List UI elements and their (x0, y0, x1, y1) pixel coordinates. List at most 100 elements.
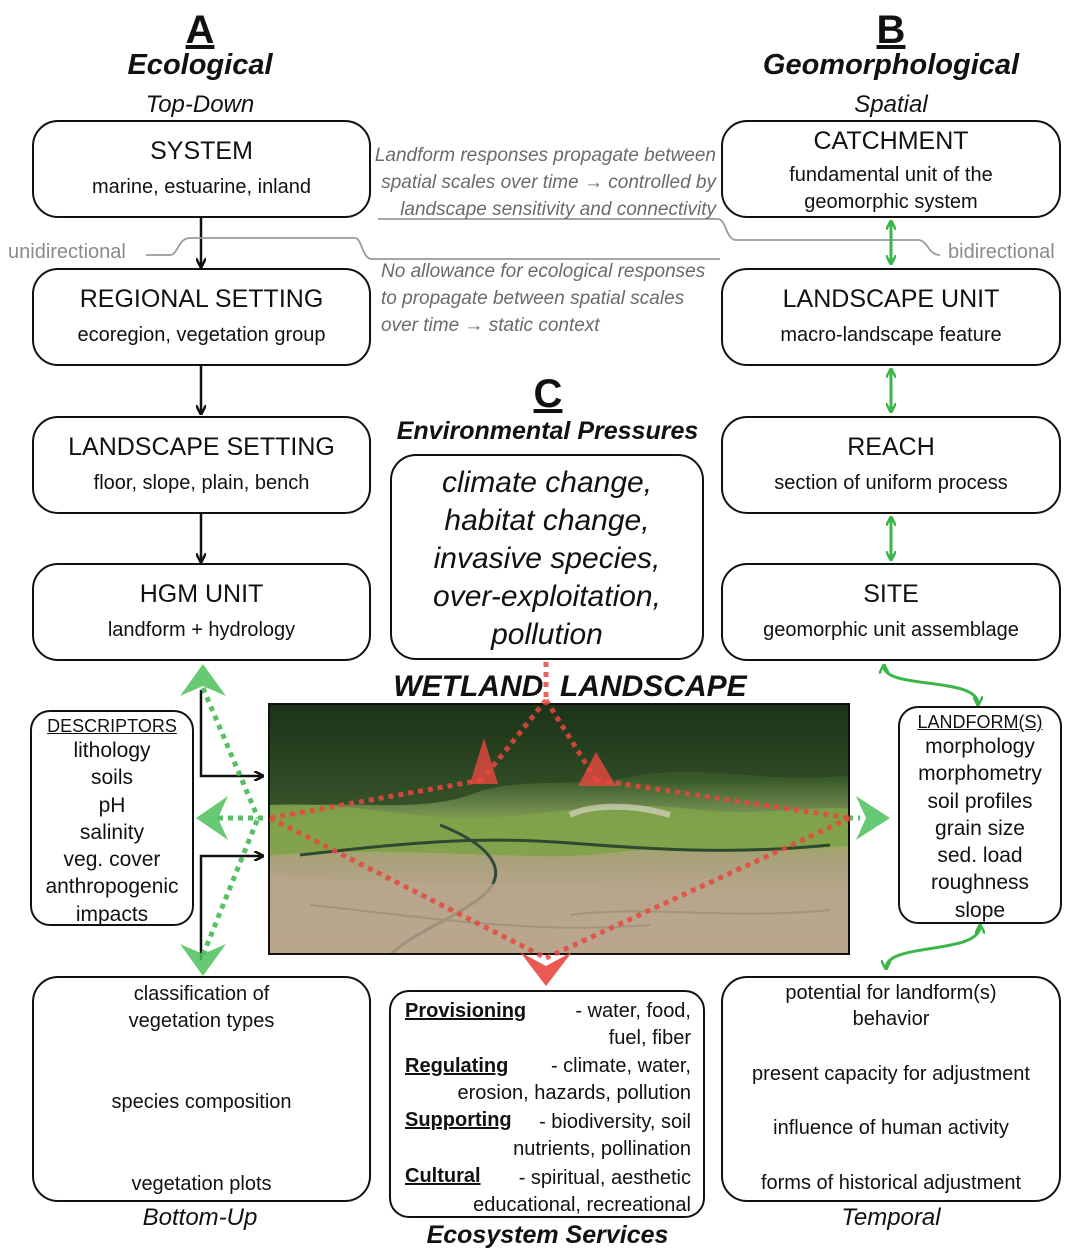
landscape-setting-subtitle: floor, slope, plain, bench (93, 471, 310, 494)
landform-item: slope (954, 898, 1006, 922)
temporal-line: present capacity for adjustment (752, 1063, 1030, 1085)
descriptor-item: lithology (73, 739, 151, 762)
green-chevron-right (856, 796, 890, 840)
service-name: Supporting (405, 1109, 512, 1131)
descriptor-item: pH (98, 793, 126, 817)
geomorph-note-line: spatial scales over time → controlled by (381, 172, 716, 193)
descriptors-box: DESCRIPTORS lithology soils pH salinity … (30, 710, 194, 926)
arrow-site-landforms (884, 666, 978, 704)
temporal-line: behavior (852, 1008, 930, 1030)
ecological-note-line: No allowance for ecological responses (381, 261, 706, 282)
services-box: Provisioning - water, food, fuel, fiber … (389, 990, 705, 1218)
site-subtitle: geomorphic unit assemblage (763, 618, 1019, 641)
geomorph-note-line: Landform responses propagate between (374, 145, 716, 166)
landform-item: roughness (930, 871, 1030, 895)
service-desc: nutrients, pollination (513, 1138, 691, 1160)
pressure-item: over-exploitation, (433, 580, 661, 613)
landscape-setting-box: LANDSCAPE SETTING floor, slope, plain, b… (32, 416, 371, 514)
landform-item: grain size (935, 816, 1025, 840)
landform-item: soil profiles (927, 789, 1033, 813)
column-b-letter: B (876, 8, 906, 52)
unidirectional-label: unidirectional (8, 241, 126, 263)
hgm-unit-box: HGM UNIT landform + hydrology (32, 563, 371, 661)
classification-line-2: vegetation types (128, 1010, 275, 1032)
system-box: SYSTEM marine, estuarine, inland (32, 120, 371, 218)
service-provisioning: Provisioning (405, 998, 526, 1025)
system-title: SYSTEM (150, 137, 253, 165)
landscape-unit-box: LANDSCAPE UNIT macro-landscape feature (721, 268, 1061, 366)
regional-setting-subtitle: ecoregion, vegetation group (77, 323, 326, 346)
hgm-unit-title: HGM UNIT (139, 580, 264, 608)
reach-box: REACH section of uniform process (721, 416, 1061, 514)
site-title: SITE (863, 580, 919, 608)
service-name: Provisioning (405, 1000, 527, 1022)
green-chevron-down (180, 944, 226, 976)
column-b-heading: Geomorphological (762, 49, 1020, 81)
service-desc: fuel, fiber (608, 1027, 691, 1049)
wetland-landscape-title: WETLAND LANDSCAPE (393, 670, 747, 703)
descriptor-item: soils (90, 766, 133, 790)
column-c-heading: Environmental Pressures (396, 417, 699, 445)
site-box: SITE geomorphic unit assemblage (721, 563, 1061, 661)
geomorph-note: Landform responses propagate between spa… (372, 142, 716, 223)
reach-subtitle: section of uniform process (774, 471, 1008, 494)
bidirectional-label: bidirectional (948, 241, 1055, 263)
service-desc: - biodiversity, soil (539, 1111, 691, 1133)
landscape-setting-title: LANDSCAPE SETTING (68, 433, 335, 461)
catchment-subtitle-line: geomorphic system (804, 190, 978, 213)
pressure-item: invasive species, (433, 542, 661, 575)
bottom-up-box: classification of vegetation types speci… (32, 976, 371, 1202)
ecological-note-line: to propagate between spatial scales (381, 288, 685, 309)
column-a-letter: A (185, 8, 215, 52)
landforms-box: LANDFORM(S) morphology morphometry soil … (898, 706, 1062, 924)
service-supporting: Supporting (405, 1107, 512, 1134)
pressure-item: climate change, (441, 466, 653, 499)
arrow-descriptors-photo-1 (199, 690, 262, 776)
column-a-heading: Ecological (127, 49, 273, 81)
descriptor-item: veg. cover (63, 848, 161, 872)
pressures-box: climate change, habitat change, invasive… (390, 454, 704, 660)
ecosystem-services-heading: Ecosystem Services (426, 1221, 669, 1249)
wetland-photo-art (270, 705, 848, 953)
service-cultural: Cultural (405, 1163, 481, 1190)
arrow-landforms-temporal (886, 926, 980, 968)
service-name: Cultural (405, 1165, 481, 1187)
bottom-up-label: Bottom-Up (142, 1204, 258, 1231)
vegetation-plots: vegetation plots (131, 1173, 272, 1195)
geomorph-note-line: landscape sensitivity and connectivity (400, 199, 716, 220)
ecological-note: No allowance for ecological responses to… (381, 258, 721, 339)
arrow-descriptors-photo-2 (199, 856, 262, 960)
column-c-letter: C (533, 372, 563, 416)
regional-setting-title: REGIONAL SETTING (79, 285, 324, 313)
green-chevron-left (196, 796, 228, 840)
temporal-line: forms of historical adjustment (760, 1172, 1022, 1194)
temporal-label: Temporal (841, 1204, 941, 1231)
wetland-photo (268, 703, 850, 955)
service-regulating: Regulating (405, 1053, 508, 1080)
species-composition: species composition (111, 1091, 292, 1113)
descriptor-item: salinity (79, 820, 145, 844)
reach-title: REACH (847, 433, 935, 461)
note-connector-line-right (378, 218, 941, 256)
note-connector-line (146, 237, 720, 260)
service-desc: - water, food, (575, 1000, 691, 1022)
pressure-item: pollution (491, 618, 603, 651)
system-subtitle: marine, estuarine, inland (91, 175, 311, 198)
regional-setting-box: REGIONAL SETTING ecoregion, vegetation g… (32, 268, 371, 366)
landscape-unit-title: LANDSCAPE UNIT (782, 285, 1000, 313)
catchment-box: CATCHMENT fundamental unit of the geomor… (721, 120, 1061, 218)
landscape-unit-subtitle: macro-landscape feature (780, 323, 1002, 346)
catchment-subtitle-line: fundamental unit of the (789, 163, 993, 186)
catchment-title: CATCHMENT (813, 127, 969, 155)
service-desc: erosion, hazards, pollution (457, 1082, 691, 1104)
descriptors-title: DESCRIPTORS (47, 716, 177, 736)
landform-item: morphometry (918, 762, 1042, 786)
green-chevron-up (180, 664, 226, 696)
landforms-title: LANDFORM(S) (917, 712, 1043, 732)
landform-item: sed. load (937, 844, 1023, 868)
top-down-label: Top-Down (145, 91, 255, 118)
temporal-line: influence of human activity (773, 1117, 1009, 1139)
temporal-box: potential for landform(s) behavior prese… (721, 976, 1061, 1202)
temporal-line: potential for landform(s) (785, 982, 997, 1004)
service-desc: - spiritual, aesthetic (518, 1167, 691, 1189)
